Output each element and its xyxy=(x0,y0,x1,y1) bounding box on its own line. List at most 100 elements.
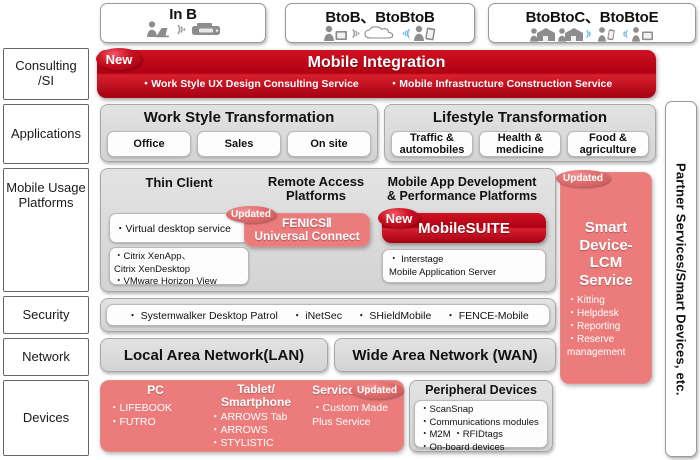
mobile-app-title: Mobile App Development & Performance Pla… xyxy=(386,175,538,203)
app-pill-traffic[interactable]: Traffic & automobiles xyxy=(391,131,473,157)
security-list-box[interactable]: ・ Systemwalker Desktop Patrol ・ iNetSec … xyxy=(106,304,550,326)
fenics-line2: Universal Connect xyxy=(254,229,360,243)
segment-icons xyxy=(323,25,437,42)
devices-services-item-1: Plus Service xyxy=(312,415,371,428)
peripheral-list-box[interactable]: ・ScanSnap ・Communications modules ・M2M ・… xyxy=(414,400,548,453)
peripheral-item-0: ・ScanSnap xyxy=(420,404,474,415)
partner-services-label: Partner Services/Smart Devices, etc. xyxy=(673,162,689,396)
devices-pc-item-0: ・LIFEBOOK xyxy=(109,402,173,414)
row-label-mobile-usage: Mobile Usage Platforms xyxy=(3,168,89,292)
person-with-monitor-icon xyxy=(632,26,653,42)
security-item-0: ・ Systemwalker Desktop Patrol xyxy=(127,309,278,322)
devices-pc-title: PC xyxy=(147,383,164,397)
devices-tablet-title: Tablet/ Smartphone xyxy=(221,382,292,409)
person-at-laptop-icon xyxy=(147,21,169,38)
work-style-transformation-group: Work Style Transformation Office Sales O… xyxy=(100,104,378,162)
row-label-security: Security xyxy=(3,296,89,334)
badge-new-mobilesuite: New xyxy=(378,208,420,228)
wifi-waves-icon xyxy=(586,29,591,38)
thin-client-item-2: ・VMware Horizon View xyxy=(114,276,217,288)
smart-device-lcm-service-box[interactable]: Smart Device- LCM Service ・Kitting ・Help… xyxy=(560,172,652,384)
partner-services-bar[interactable]: Partner Services/Smart Devices, etc. xyxy=(665,101,697,457)
row-label-applications: Applications xyxy=(3,104,89,164)
network-wan-label: Wide Area Network (WAN) xyxy=(352,346,538,364)
consulting-banner[interactable]: Mobile Integration ・Work Style UX Design… xyxy=(97,50,656,98)
devices-tablet-item-2: ・STYLISTIC xyxy=(209,437,274,450)
thin-client-main-text: ・Virtual desktop service xyxy=(115,222,231,235)
devices-group-pc: PC ・LIFEBOOK ・FUTRO xyxy=(101,381,202,451)
wifi-waves-icon xyxy=(177,24,186,35)
mobilesuite-label: MobileSUITE xyxy=(418,219,510,237)
devices-tablet-item-0: ・ARROWS Tab xyxy=(209,410,288,423)
remote-access-block: Remote Access Platforms xyxy=(256,174,376,204)
segment-icons xyxy=(529,25,655,42)
network-wan-box[interactable]: Wide Area Network (WAN) xyxy=(334,338,556,372)
peripheral-item-1: ・Communications modules xyxy=(420,416,539,428)
segment-btobtoc[interactable]: BtoBtoC、BtoBtoE xyxy=(488,3,696,43)
printer-icon xyxy=(192,23,220,35)
row-label-consulting: Consulting /SI xyxy=(3,48,89,100)
remote-access-title: Remote Access Platforms xyxy=(267,174,365,204)
thin-client-item-0: ・Citrix XenApp、 xyxy=(114,251,192,262)
devices-pc-item-1: ・FUTRO xyxy=(109,415,156,428)
lcm-item-2: ・Reporting xyxy=(567,320,621,332)
security-item-3: ・ FENCE-Mobile xyxy=(445,309,529,322)
work-style-title: Work Style Transformation xyxy=(143,109,335,126)
peripheral-title: Peripheral Devices xyxy=(425,383,537,397)
lifestyle-title: Lifestyle Transformation xyxy=(432,109,608,126)
lcm-item-1: ・Helpdesk xyxy=(567,307,619,319)
person-house-icon xyxy=(530,27,555,42)
cloud-icon xyxy=(364,26,394,39)
badge-updated-fenics: Updated xyxy=(226,206,276,223)
network-lan-label: Local Area Network(LAN) xyxy=(123,346,305,364)
segment-in-b[interactable]: In B xyxy=(100,3,266,43)
badge-new-consulting: New xyxy=(96,48,142,70)
thin-client-item-1: Citrix XenDesktop xyxy=(114,263,191,275)
lcm-item-3: ・Reserve xyxy=(567,333,615,345)
wifi-waves-icon xyxy=(352,28,360,39)
thin-client-list-box[interactable]: ・Citrix XenApp、 Citrix XenDesktop ・VMwar… xyxy=(109,247,249,287)
thin-client-main-box[interactable]: ・Virtual desktop service xyxy=(109,213,249,243)
person-house-icon xyxy=(558,27,583,42)
app-pill-office[interactable]: Office xyxy=(107,131,191,157)
app-pill-sales[interactable]: Sales xyxy=(197,131,281,157)
devices-services-item-0: ・Custom Made xyxy=(312,402,388,414)
devices-services-title: Services xyxy=(312,383,362,397)
peripheral-item-3: ・On-board devices xyxy=(420,441,505,453)
app-pill-health[interactable]: Health & medicine xyxy=(479,131,561,157)
segment-label: In B xyxy=(169,6,197,23)
mobile-usage-group: Thin Client ・Virtual desktop service ・Ci… xyxy=(100,168,556,292)
lcm-items: ・Kitting ・Helpdesk ・Reporting ・Reserve m… xyxy=(561,294,651,359)
row-label-network: Network xyxy=(3,338,89,376)
devices-group-tablet: Tablet/ Smartphone ・ARROWS Tab ・ARROWS ・… xyxy=(202,381,308,451)
segment-label: BtoBtoC、BtoBtoE xyxy=(525,9,659,26)
segment-icons xyxy=(144,21,222,38)
mobile-app-block: Mobile App Development & Performance Pla… xyxy=(376,175,548,203)
consulting-item-left: ・Work Style UX Design Consulting Service xyxy=(140,78,359,90)
interstage-item-0: ・ Interstage xyxy=(389,254,444,265)
app-pill-onsite[interactable]: On site xyxy=(287,131,371,157)
wifi-waves-icon xyxy=(402,28,410,39)
badge-updated-lcm: Updated xyxy=(556,170,610,187)
peripheral-item-2: ・M2M ・RFIDtags xyxy=(420,429,503,441)
consulting-item-right: ・Mobile Infrastructure Construction Serv… xyxy=(388,78,613,90)
person-at-desktop-icon xyxy=(324,25,347,41)
segment-label: BtoB、BtoBtoB xyxy=(325,9,435,26)
security-item-2: ・ SHieldMobile xyxy=(356,309,432,322)
app-pill-food[interactable]: Food & agriculture xyxy=(567,131,649,157)
interstage-item-1: Mobile Application Server xyxy=(389,266,497,278)
segment-btob[interactable]: BtoB、BtoBtoB xyxy=(285,3,475,43)
security-item-1: ・ iNetSec xyxy=(291,309,343,322)
devices-group: PC ・LIFEBOOK ・FUTRO Tablet/ Smartphone ・… xyxy=(100,380,404,452)
security-group: ・ Systemwalker Desktop Patrol ・ iNetSec … xyxy=(100,298,556,332)
devices-tablet-item-1: ・ARROWS xyxy=(209,424,268,437)
interstage-box[interactable]: ・ Interstage Mobile Application Server xyxy=(382,249,546,283)
fenics-box[interactable]: FENICSⅡ Universal Connect xyxy=(244,213,370,247)
consulting-title: Mobile Integration xyxy=(307,54,446,71)
lifestyle-transformation-group: Lifestyle Transformation Traffic & autom… xyxy=(384,104,656,162)
network-lan-box[interactable]: Local Area Network(LAN) xyxy=(100,338,328,372)
fenics-line1: FENICSⅡ xyxy=(282,216,332,230)
row-label-devices: Devices xyxy=(3,380,89,456)
devices-group-services: Services ・Custom Made Plus Service xyxy=(308,381,403,451)
